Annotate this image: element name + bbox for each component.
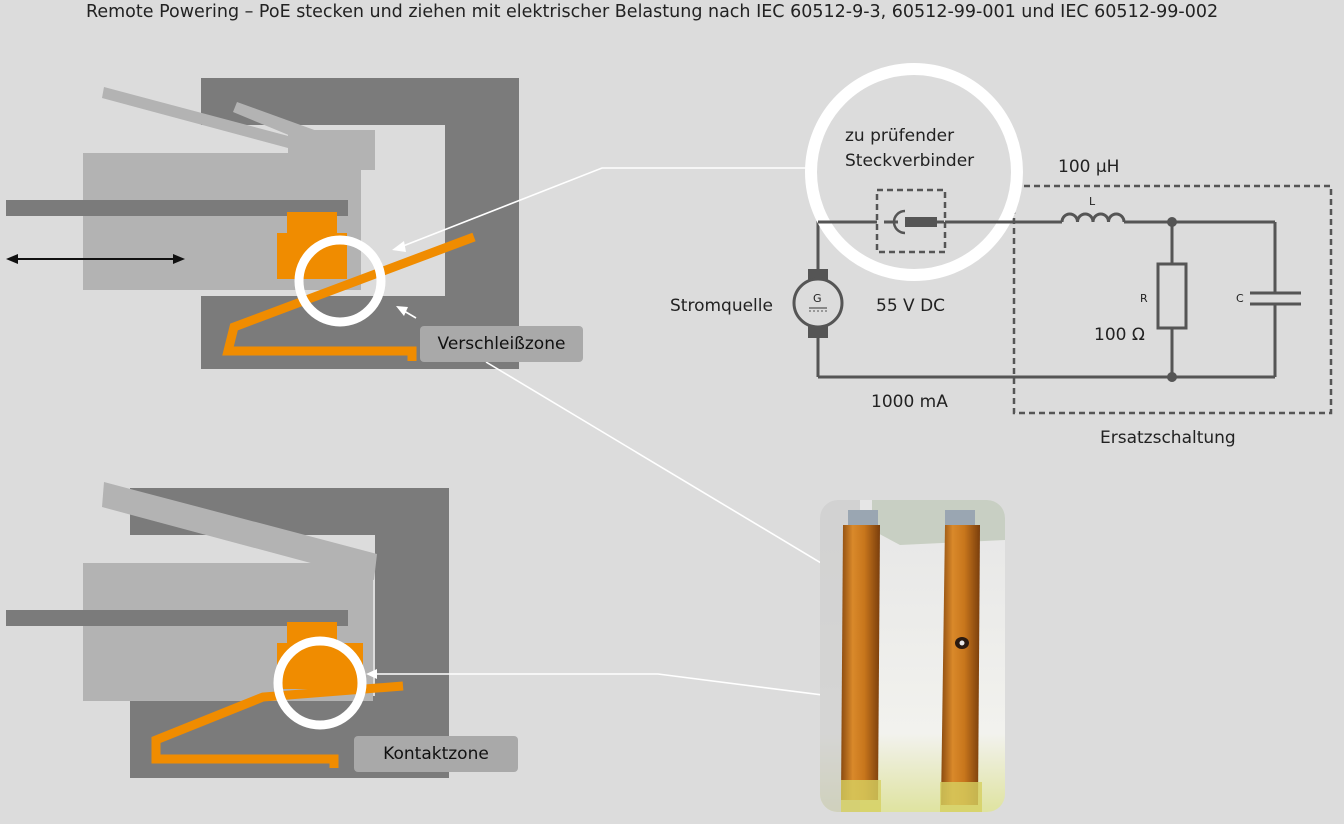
current-label: 1000 mA [871,392,948,412]
connector-under-test-magnifier [805,63,1023,281]
spring-contact-bottom [151,681,404,768]
resistor-symbol-label: R [1140,292,1148,305]
contact-photo [820,500,1005,812]
inductor-symbol [1060,212,1126,223]
wear-zone-circle [294,235,386,327]
inductance-label: 100 µH [1058,157,1120,177]
spring-contact-top [222,232,476,361]
insertion-arrow [6,254,185,264]
contact-zone-circle [273,636,367,730]
plug-jack-symbol [892,209,906,235]
inductor-symbol-label: L [1089,195,1096,208]
jack-housing-top [201,78,519,369]
voltage-label: 55 V DC [876,296,946,316]
resistance-label: 100 Ω [1094,325,1145,345]
connector-under-test-label-2: Steckverbinder [845,151,975,171]
connector-diagram-top [6,78,519,369]
connector-diagram-bottom [6,482,449,778]
wear-zone-label: Verschleißzone [420,326,583,362]
connector-under-test-label-1: zu prüfender [845,126,955,146]
plug-contact-upper-top [287,212,337,237]
equivalent-circuit-label: Ersatzschaltung [1100,428,1236,448]
figure-title: Remote Powering – PoE stecken und ziehen… [86,2,1219,22]
node-bottom [1167,372,1177,382]
jack-housing-bottom [130,488,449,778]
capacitor-symbol-label: C [1236,292,1244,305]
equivalent-circuit-box [1012,184,1333,415]
current-source-label: Stromquelle [670,296,773,316]
cable-bottom [6,610,348,626]
latch-lever-bottom [102,482,377,580]
cable-top [6,200,348,216]
resistor-symbol [1156,262,1188,330]
generator-symbol [792,269,844,338]
generator-symbol-label: G [813,292,822,305]
contact-zone-label: Kontaktzone [354,736,518,772]
node-top [1167,217,1177,227]
latch-lever-top [102,87,292,148]
